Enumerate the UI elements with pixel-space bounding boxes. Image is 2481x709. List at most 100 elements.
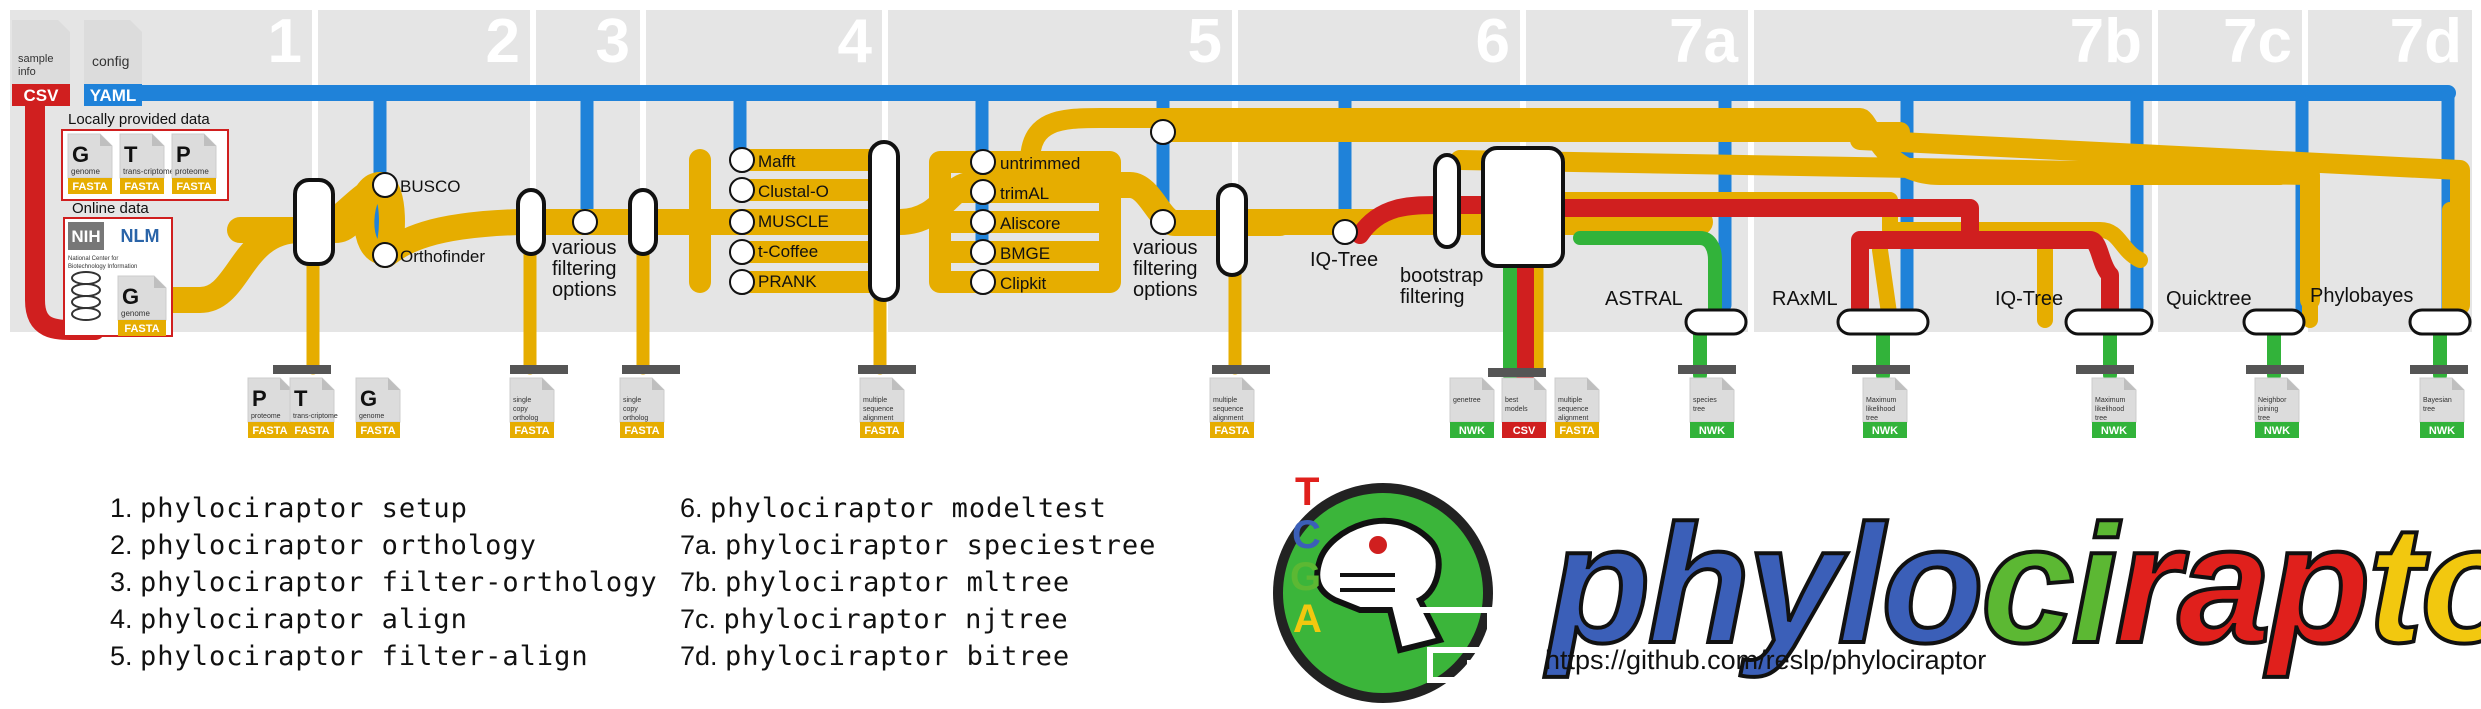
busco-label: BUSCO <box>400 177 460 196</box>
aligner-label-t-coffee: t-Coffee <box>758 242 818 261</box>
astral-label: ASTRAL <box>1605 288 1683 310</box>
file-name: multiple <box>863 397 887 404</box>
step-number-1: 1 <box>268 7 302 76</box>
command-text: phylociraptor filter-align <box>140 641 589 672</box>
format-label: FASTA <box>252 425 287 437</box>
step-panel-6 <box>1238 10 1520 332</box>
trimmer-label-bmge: BMGE <box>1000 244 1050 263</box>
file-letter: G <box>122 284 139 309</box>
file-name: genome <box>121 309 150 318</box>
file-name: trans-criptome <box>123 167 175 176</box>
tree-node <box>1684 308 1748 336</box>
format-badge <box>510 422 554 438</box>
junction-node <box>729 239 755 265</box>
ncbi-label: National Center for <box>68 256 118 262</box>
format-badge <box>248 422 292 438</box>
phylobayes-label: Phylobayes <box>2310 285 2413 307</box>
merge-node <box>1216 183 1248 277</box>
file-name: alignment <box>1558 415 1588 422</box>
format-badge <box>2420 422 2464 438</box>
file-name: models <box>1505 406 1528 413</box>
tree-node <box>2064 308 2154 336</box>
command-item: 4. phylociraptor align <box>110 604 468 635</box>
output-port <box>622 365 680 374</box>
junction-node <box>970 149 996 175</box>
filtering-options-label: various <box>1133 237 1197 259</box>
aligner-label-mafft: Mafft <box>758 152 796 171</box>
aligner-label-prank: PRANK <box>758 272 817 291</box>
command-text: phylociraptor njtree <box>723 604 1069 635</box>
format-badge <box>1210 422 1254 438</box>
format-label: NWK <box>2101 425 2127 437</box>
aligner-label-clustal-o: Clustal-O <box>758 182 829 201</box>
command-number: 7d. <box>680 641 726 671</box>
file-name: genetree <box>1453 397 1481 404</box>
database-icon <box>71 271 101 321</box>
file-name: species <box>1693 397 1717 404</box>
tree-node <box>2408 308 2472 336</box>
command-text: phylociraptor orthology <box>140 530 537 561</box>
file-letter: T <box>294 386 308 411</box>
format-badge <box>172 178 216 194</box>
iqtree-label: IQ-Tree <box>1995 288 2063 310</box>
junction-node <box>572 209 598 235</box>
format-badge <box>1690 422 1734 438</box>
merge-node <box>628 188 658 256</box>
format-label: FASTA <box>176 181 211 193</box>
raxml-label: RAxML <box>1772 288 1838 310</box>
file-name: sequence <box>1558 406 1588 413</box>
github-url[interactable]: https://github.com/reslp/phylociraptor <box>1545 645 1987 675</box>
format-label: FASTA <box>864 425 899 437</box>
file-name: alignment <box>863 415 893 422</box>
file-letter: P <box>252 386 267 411</box>
command-item: 7a. phylociraptor speciestree <box>680 530 1156 561</box>
merge-node <box>1433 153 1461 249</box>
file-name: sequence <box>1213 406 1243 413</box>
merge-node <box>868 140 900 302</box>
file-name: likelihood <box>2095 406 2124 413</box>
format-badge <box>2255 422 2299 438</box>
file-name: genome <box>71 167 100 176</box>
file-name: tree <box>2423 406 2435 413</box>
junction-node <box>970 179 996 205</box>
tree-node <box>2242 308 2306 336</box>
ncbi-label: Biotechnology Information <box>68 264 137 270</box>
file-letter: T <box>124 142 138 167</box>
command-number: 3. <box>110 567 141 597</box>
command-number: 7b. <box>680 567 726 597</box>
file-name: sequence <box>863 406 893 413</box>
format-badge <box>68 178 112 194</box>
raptor-logo: T C G A <box>1273 470 1493 703</box>
bootstrap-filtering-label: filtering <box>1400 286 1464 308</box>
format-label: FASTA <box>124 323 159 335</box>
command-item: 3. phylociraptor filter-orthology <box>110 567 658 598</box>
command-number: 7a. <box>680 530 726 560</box>
output-port <box>858 365 916 374</box>
command-text: phylociraptor filter-orthology <box>140 567 658 598</box>
output-port <box>1488 368 1546 377</box>
logo-letter-t: T <box>1295 470 1319 514</box>
file-name: single <box>623 397 641 404</box>
merge-node <box>293 178 335 266</box>
sample-info-file <box>12 20 70 90</box>
file-letter: P <box>176 142 191 167</box>
file-name: tree <box>2258 415 2270 422</box>
output-port <box>510 365 568 374</box>
brand-segment: ci <box>1979 490 2120 678</box>
yellow-align-branches <box>688 149 891 293</box>
step-number-7d: 7d <box>2390 7 2462 76</box>
